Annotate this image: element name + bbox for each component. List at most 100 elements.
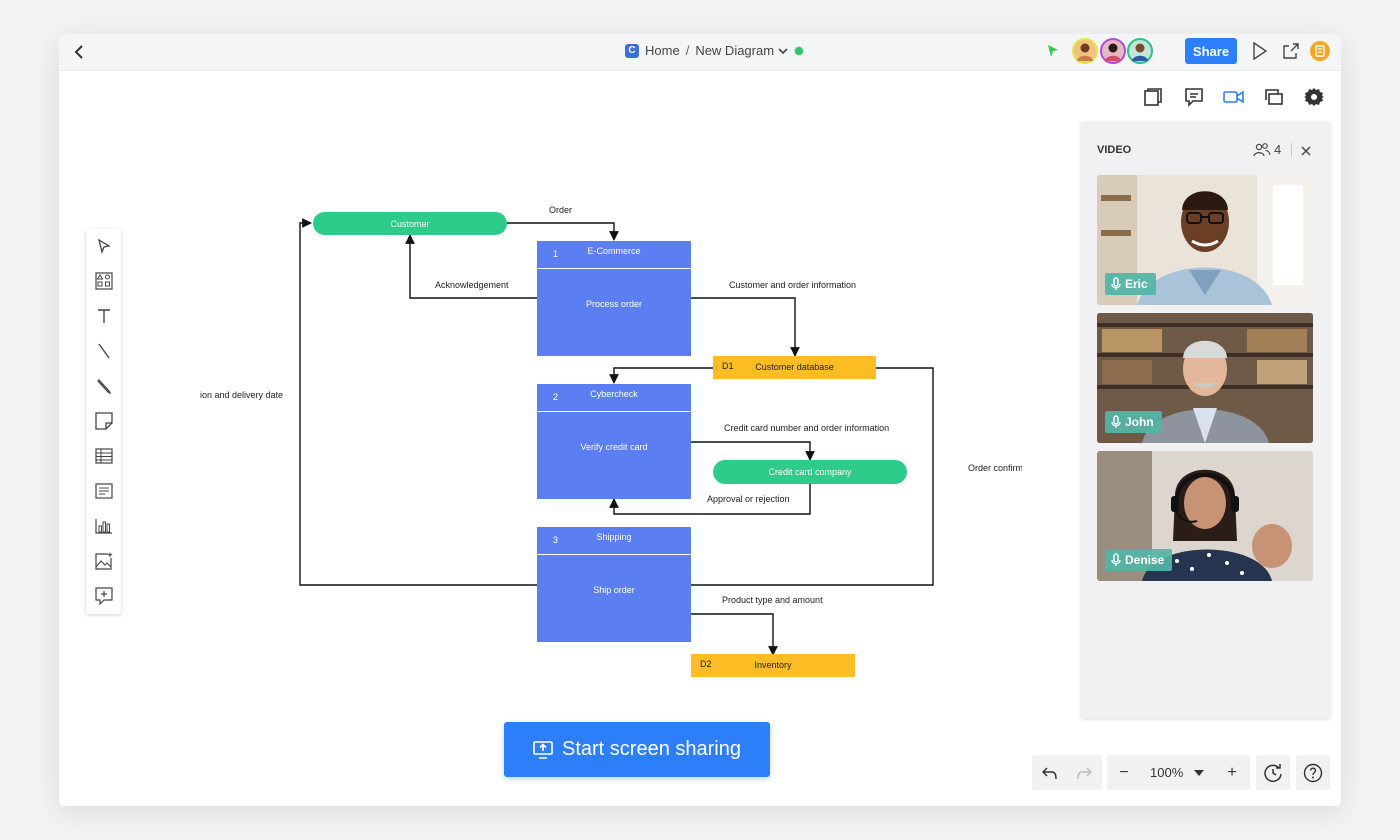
app-window: C Home / New Diagram Share bbox=[59, 34, 1341, 806]
zoom-dropdown-button[interactable] bbox=[1187, 761, 1211, 785]
container-icon bbox=[94, 482, 113, 499]
avatar[interactable] bbox=[1100, 38, 1126, 64]
breadcrumb-home[interactable]: Home bbox=[645, 43, 680, 58]
chart-tool[interactable] bbox=[91, 513, 116, 538]
shapes-icon bbox=[94, 271, 113, 290]
gear-icon bbox=[1304, 88, 1324, 106]
more-tools[interactable] bbox=[91, 583, 116, 608]
process-title: Shipping bbox=[596, 532, 632, 542]
back-button[interactable] bbox=[67, 40, 91, 64]
avatar-person-icon bbox=[1105, 43, 1121, 61]
history-timer-control bbox=[1256, 755, 1290, 790]
process-ecommerce[interactable]: 1 E-Commerce Process order bbox=[537, 241, 691, 356]
avatar[interactable] bbox=[1127, 38, 1153, 64]
avatar[interactable] bbox=[1072, 38, 1098, 64]
process-body: Process order bbox=[585, 299, 643, 309]
participant-name-tag: John bbox=[1105, 411, 1162, 433]
acknowledgement-label: Acknowledgement bbox=[435, 280, 509, 290]
video-button[interactable] bbox=[1219, 82, 1249, 112]
video-tile[interactable]: Denise bbox=[1097, 451, 1313, 581]
account-button[interactable] bbox=[1309, 40, 1331, 62]
cursor-presence-icon bbox=[1048, 45, 1058, 57]
select-tool[interactable] bbox=[91, 233, 116, 258]
line-tool[interactable] bbox=[91, 338, 116, 363]
text-icon bbox=[97, 308, 110, 323]
product-type-label: Product type and amount bbox=[722, 595, 823, 605]
image-icon bbox=[94, 552, 112, 570]
help-button[interactable] bbox=[1301, 761, 1325, 785]
history-icon bbox=[1264, 764, 1282, 783]
datastore-id: D1 bbox=[722, 361, 734, 371]
export-button[interactable] bbox=[1280, 40, 1302, 62]
diagram-connectors bbox=[299, 218, 934, 656]
datastore-inventory[interactable]: D2 Inventory bbox=[691, 654, 855, 677]
connector-customer-order-info bbox=[691, 297, 800, 357]
table-tool[interactable] bbox=[91, 443, 116, 468]
video-tile[interactable]: John bbox=[1097, 313, 1313, 443]
document-title[interactable]: New Diagram bbox=[695, 43, 775, 58]
caret-down-icon bbox=[1194, 770, 1204, 776]
video-camera-icon bbox=[1223, 90, 1244, 104]
video-tile[interactable]: Eric bbox=[1097, 175, 1313, 305]
layers-button[interactable] bbox=[1259, 82, 1289, 112]
pages-button[interactable] bbox=[1138, 82, 1168, 112]
connector-approval bbox=[609, 484, 811, 515]
close-video-panel-button[interactable] bbox=[1297, 142, 1315, 160]
process-header: 1 E-Commerce bbox=[537, 241, 691, 269]
zoom-in-button[interactable]: + bbox=[1227, 764, 1237, 781]
close-icon bbox=[1301, 146, 1311, 156]
connector-invoice-delivery bbox=[299, 218, 537, 586]
datastore-customer-db[interactable]: D1 Customer database bbox=[713, 356, 876, 379]
text-tool[interactable] bbox=[91, 303, 116, 328]
microphone-icon bbox=[1111, 277, 1121, 290]
sticky-note-icon bbox=[94, 411, 113, 430]
credit-card-company-terminal[interactable]: Credit card company bbox=[713, 460, 907, 484]
connector-db-to-cybercheck bbox=[609, 367, 713, 384]
zoom-controls: − 100% + bbox=[1107, 755, 1250, 790]
shapes-tool[interactable] bbox=[91, 268, 116, 293]
top-bar: C Home / New Diagram Share bbox=[59, 34, 1341, 71]
image-tool[interactable] bbox=[91, 548, 116, 573]
participant-count: 4 bbox=[1253, 142, 1293, 157]
participant-name: Denise bbox=[1125, 553, 1165, 567]
settings-button[interactable] bbox=[1299, 82, 1329, 112]
help-control bbox=[1296, 755, 1330, 790]
chart-icon bbox=[94, 518, 112, 534]
redo-button[interactable] bbox=[1072, 761, 1096, 785]
chevron-down-icon[interactable] bbox=[778, 47, 788, 55]
comments-button[interactable] bbox=[1179, 82, 1209, 112]
undo-button[interactable] bbox=[1038, 761, 1062, 785]
table-icon bbox=[94, 447, 113, 464]
revision-history-button[interactable] bbox=[1261, 761, 1285, 785]
process-shipping[interactable]: 3 Shipping Ship order bbox=[537, 527, 691, 642]
sticky-note-tool[interactable] bbox=[91, 408, 116, 433]
tool-bar bbox=[86, 229, 121, 614]
present-button[interactable] bbox=[1249, 40, 1271, 62]
microphone-icon bbox=[1111, 415, 1121, 428]
container-tool[interactable] bbox=[91, 478, 116, 503]
participant-video-image bbox=[1097, 175, 1313, 305]
breadcrumb: C Home / New Diagram bbox=[625, 43, 805, 58]
chevron-left-icon bbox=[74, 45, 83, 59]
customer-terminal[interactable]: Customer bbox=[313, 212, 507, 235]
line-icon bbox=[97, 343, 110, 358]
customer-order-info-label: Customer and order information bbox=[729, 280, 857, 290]
connector-order-confirmation bbox=[691, 367, 934, 586]
process-number: 3 bbox=[553, 535, 559, 545]
saved-status-icon bbox=[794, 45, 805, 56]
pen-tool[interactable] bbox=[91, 373, 116, 398]
breadcrumb-separator: / bbox=[685, 43, 690, 58]
participant-name-tag: Eric bbox=[1105, 273, 1156, 295]
participants-icon bbox=[1253, 142, 1271, 156]
connector-cc-number bbox=[691, 441, 815, 461]
zoom-out-button[interactable]: − bbox=[1119, 764, 1129, 781]
order-label: Order bbox=[549, 205, 573, 215]
process-cybercheck[interactable]: 2 Cybercheck Verify credit card bbox=[537, 384, 691, 499]
share-button[interactable]: Share bbox=[1185, 38, 1237, 64]
video-panel-title: VIDEO bbox=[1097, 144, 1132, 156]
zoom-level[interactable]: 100% bbox=[1150, 765, 1184, 780]
start-screen-sharing-button[interactable]: Start screen sharing bbox=[504, 722, 770, 777]
comment-icon bbox=[1185, 88, 1203, 107]
process-title: Cybercheck bbox=[590, 389, 638, 399]
plus-box-icon bbox=[94, 586, 113, 605]
